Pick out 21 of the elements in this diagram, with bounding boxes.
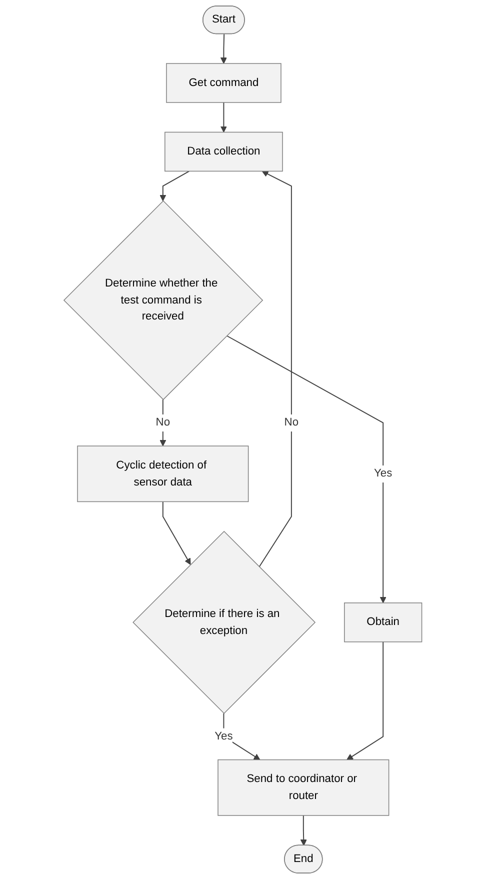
node-box: Get command (166, 63, 282, 103)
arrow (346, 641, 384, 760)
arrow (220, 102, 228, 132)
arrow (160, 170, 190, 202)
arrow (258, 170, 292, 568)
arrow (220, 34, 228, 64)
arrow (223, 712, 260, 760)
arrow (300, 815, 308, 846)
edge-label: No (284, 416, 299, 429)
arrow (162, 501, 191, 565)
arrow (226, 335, 386, 604)
edge-label: Yes (374, 466, 392, 480)
edge-label: No (156, 416, 170, 429)
node-diamond: Determine whether the test command is received (64, 200, 264, 400)
node-box: Obtain (344, 602, 422, 642)
arrow (160, 399, 166, 446)
edge-label: Yes (214, 730, 233, 742)
node-diamond: Determine if there is an exception (132, 530, 316, 714)
node-box: Cyclic detection of sensor data (77, 446, 249, 502)
node-box: Data collection (164, 132, 284, 172)
node-box: Send to coordinator or router (218, 759, 390, 816)
